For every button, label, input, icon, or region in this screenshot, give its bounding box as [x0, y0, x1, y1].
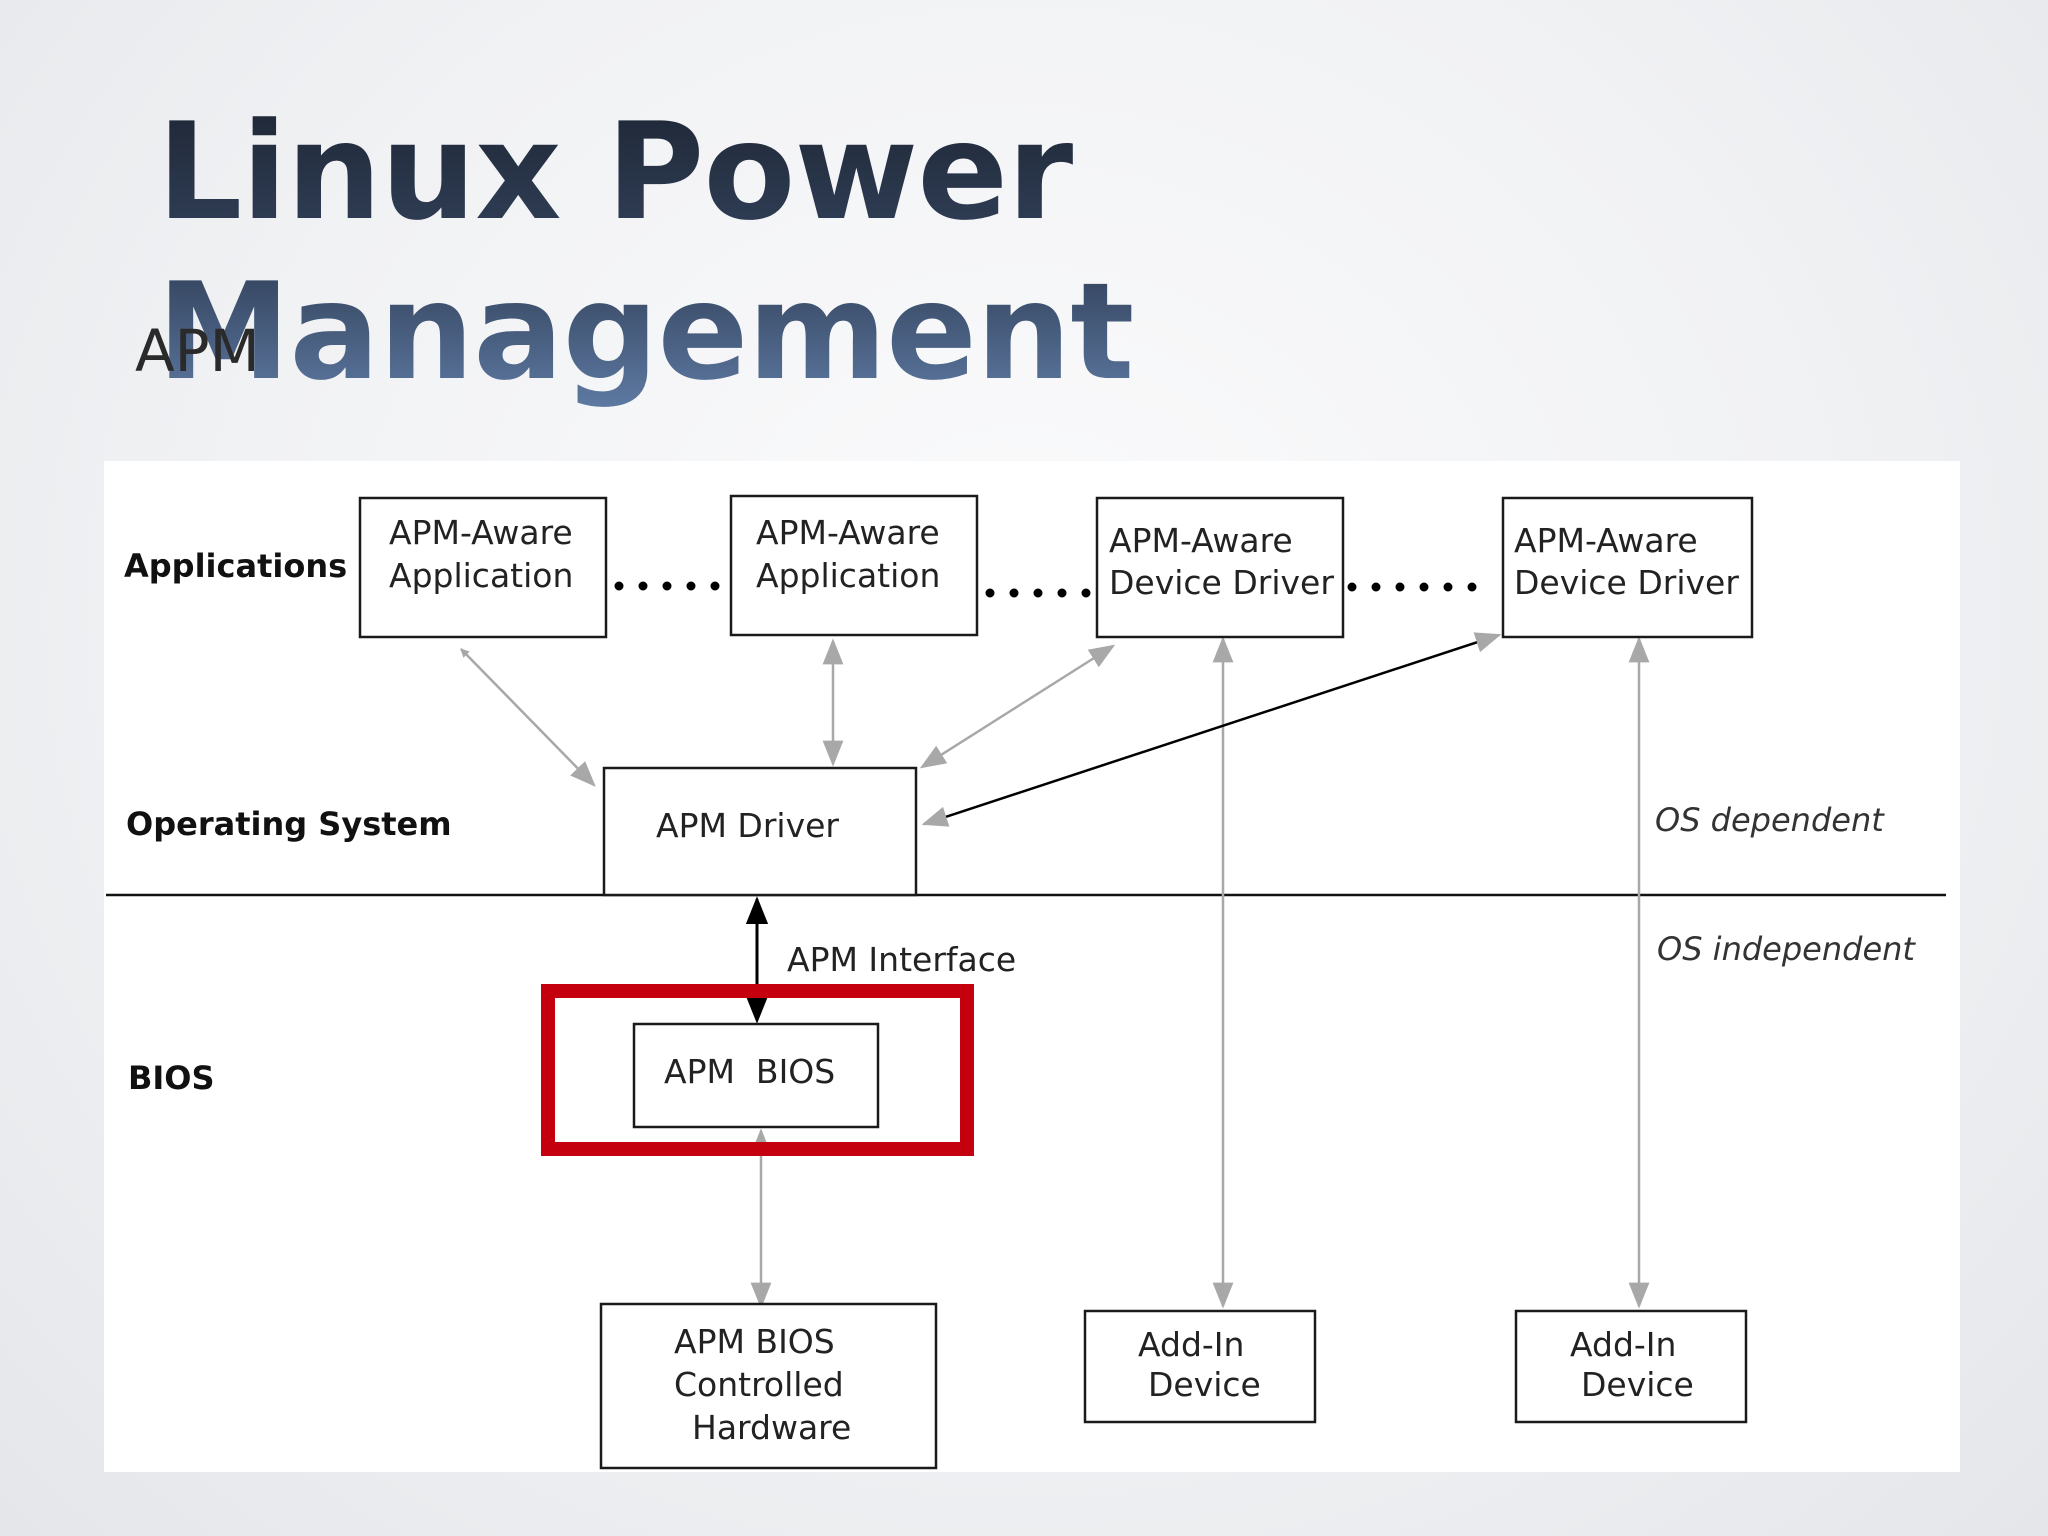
box-text-line: APM BIOS [664, 1052, 835, 1091]
slide-title: Linux Power Management [157, 92, 2048, 412]
layer-label-bios: BIOS [128, 1059, 215, 1097]
box-apm-bios-controlled-hardware: APM BIOS Controlled Hardware [599, 1302, 938, 1470]
box-text-line: APM Driver [656, 806, 839, 845]
box-text-line: Device Driver [1514, 563, 1739, 602]
box-apm-aware-application-2: APM-Aware Application [729, 494, 979, 637]
box-text-line: Hardware [692, 1408, 851, 1447]
box-text-line: Device [1581, 1365, 1694, 1404]
box-text-line: APM-Aware [1514, 521, 1698, 560]
box-apm-bios: APM BIOS [632, 1022, 880, 1129]
box-text-line: Add-In [1138, 1325, 1244, 1364]
box-add-in-device-2: Add-In Device [1514, 1309, 1748, 1424]
box-text-line: Application [389, 556, 573, 595]
layer-label-applications: Applications [124, 547, 347, 585]
box-text-line: Device [1148, 1365, 1261, 1404]
box-text-line: APM-Aware [1109, 521, 1293, 560]
box-text-line: APM-Aware [756, 513, 940, 552]
box-text-line: Add-In [1570, 1325, 1676, 1364]
diagram-canvas: Applications Operating System BIOS APM I… [106, 494, 1946, 1470]
arrow-app1-to-apm-driver [460, 648, 596, 787]
box-text-line: APM BIOS [674, 1322, 835, 1361]
box-apm-aware-device-driver-2: APM-Aware Device Driver [1501, 496, 1754, 639]
box-add-in-device-1: Add-In Device [1083, 1309, 1317, 1424]
note-os-dependent: OS dependent [1655, 801, 1885, 839]
box-text-line: Device Driver [1109, 563, 1334, 602]
apm-interface-label: APM Interface [787, 940, 1016, 979]
box-text-line: APM-Aware [389, 513, 573, 552]
arrow-apm-driver-to-driver2 [921, 632, 1502, 827]
box-apm-driver: APM Driver [602, 766, 918, 897]
apm-architecture-diagram: Applications Operating System BIOS APM I… [104, 461, 1960, 1472]
slide-subtitle: APM [135, 317, 260, 385]
box-apm-aware-application-1: APM-Aware Application [358, 496, 608, 639]
box-apm-aware-device-driver-1: APM-Aware Device Driver [1095, 496, 1345, 639]
arrow-driver1-to-apm-driver [919, 644, 1116, 769]
note-os-independent: OS independent [1657, 930, 1916, 968]
highlight-frame [541, 984, 974, 1156]
layer-label-operating-system: Operating System [126, 805, 452, 843]
box-text-line: Controlled [674, 1365, 844, 1404]
box-text-line: Application [756, 556, 940, 595]
